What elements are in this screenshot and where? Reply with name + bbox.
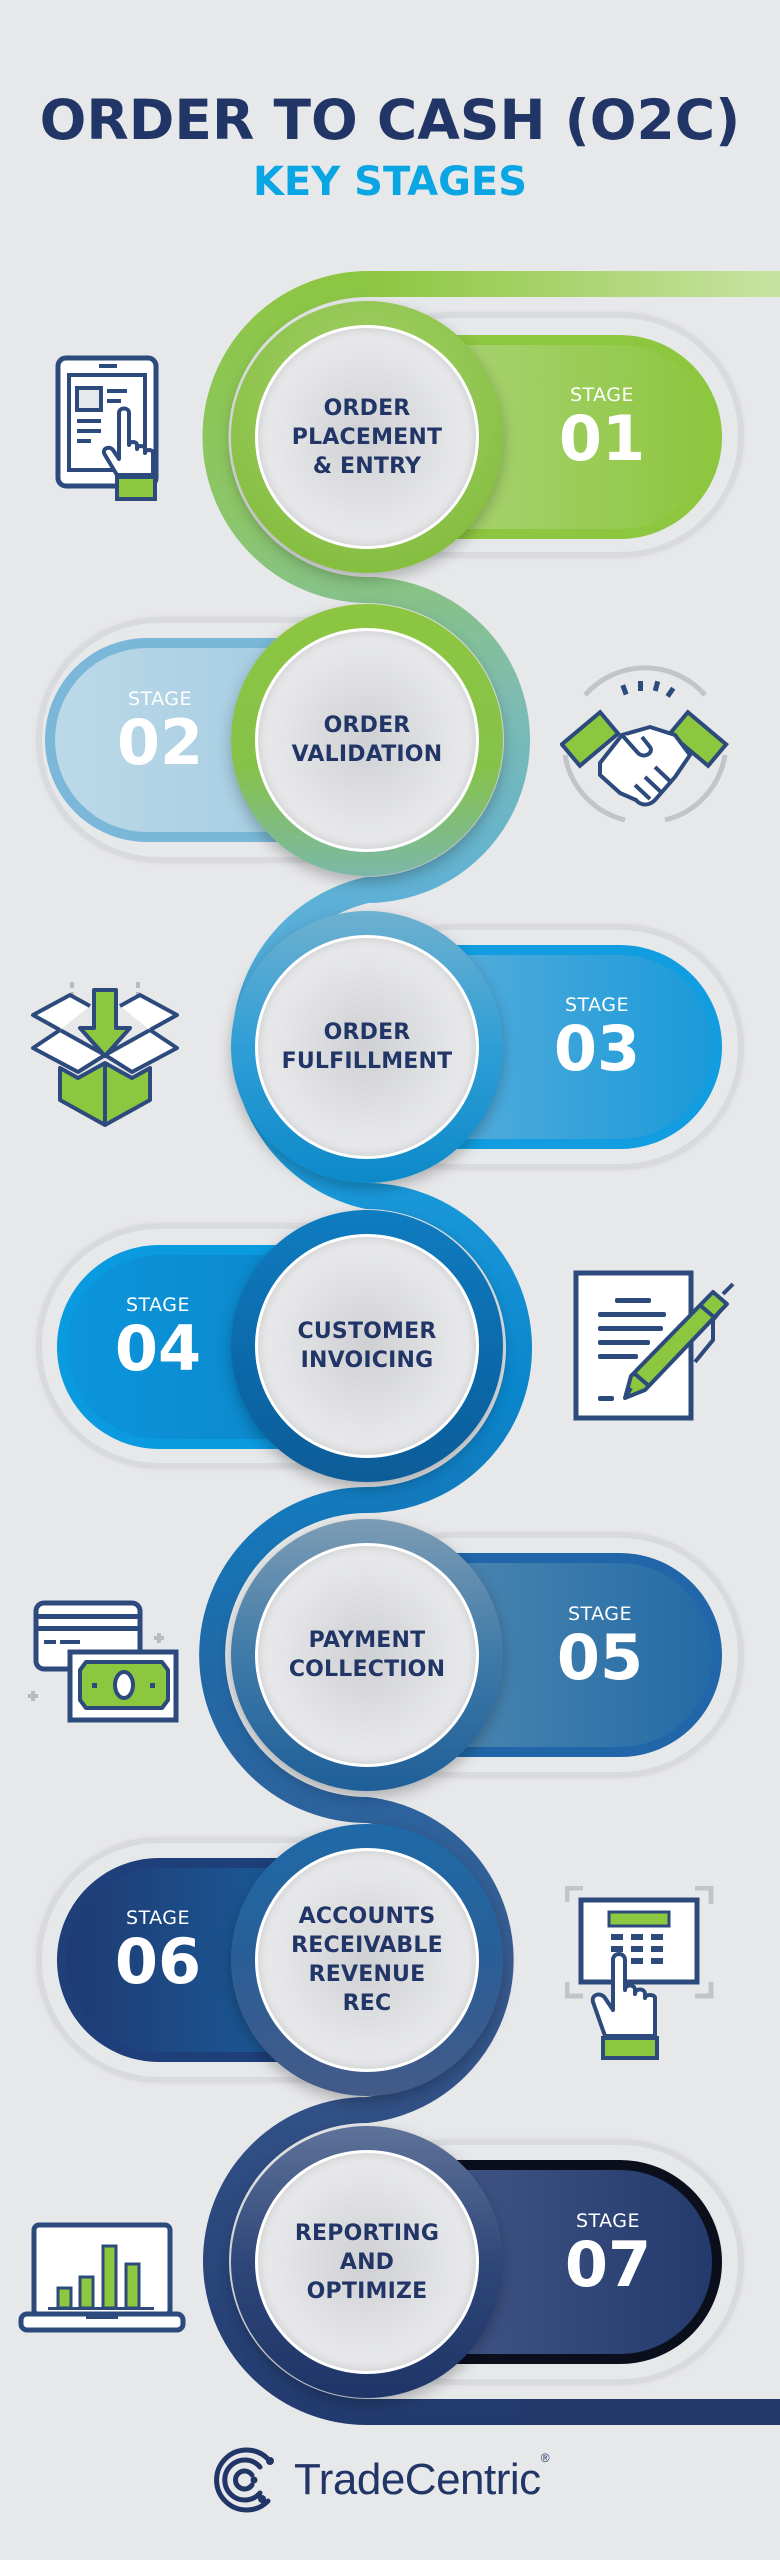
stage-02-title: ORDER VALIDATION (255, 628, 479, 852)
stage-03-title: ORDER FULFILLMENT (255, 935, 479, 1159)
page-title: ORDER TO CASH (O2C) (39, 88, 741, 152)
stage-05-title: PAYMENT COLLECTION (255, 1543, 479, 1767)
box-download-icon (31, 982, 179, 1127)
stage-01-title: ORDER PLACEMENT & ENTRY (255, 325, 479, 549)
keypad-touch-icon (565, 1886, 714, 2060)
stage-01-badge: STAGE 01 (558, 384, 646, 475)
stage-07-badge: STAGE 07 (564, 2210, 652, 2301)
stage-02-badge: STAGE 02 (116, 688, 204, 779)
stage-07-title: REPORTING AND OPTIMIZE (255, 2150, 479, 2374)
tradecentric-logo-icon (214, 2447, 274, 2513)
stage-06-badge: STAGE 06 (114, 1907, 202, 1998)
handshake-icon (560, 665, 729, 823)
tablet-touch-icon (55, 355, 159, 501)
document-pen-icon (573, 1270, 735, 1421)
card-cash-icon (28, 1600, 179, 1723)
page-subtitle: KEY STAGES (252, 159, 528, 205)
registered-mark: ® (540, 2451, 550, 2465)
stage-03-badge: STAGE 03 (553, 994, 641, 1085)
stage-04-title: CUSTOMER INVOICING (255, 1234, 479, 1458)
stage-06-title: ACCOUNTS RECEIVABLE REVENUE REC (255, 1848, 479, 2072)
laptop-chart-icon (18, 2222, 186, 2333)
stage-04-badge: STAGE 04 (114, 1294, 202, 1385)
brand-name: TradeCentric® (294, 2451, 550, 2504)
stage-05-badge: STAGE 05 (556, 1603, 644, 1694)
brand-logo: TradeCentric® (210, 2440, 570, 2520)
